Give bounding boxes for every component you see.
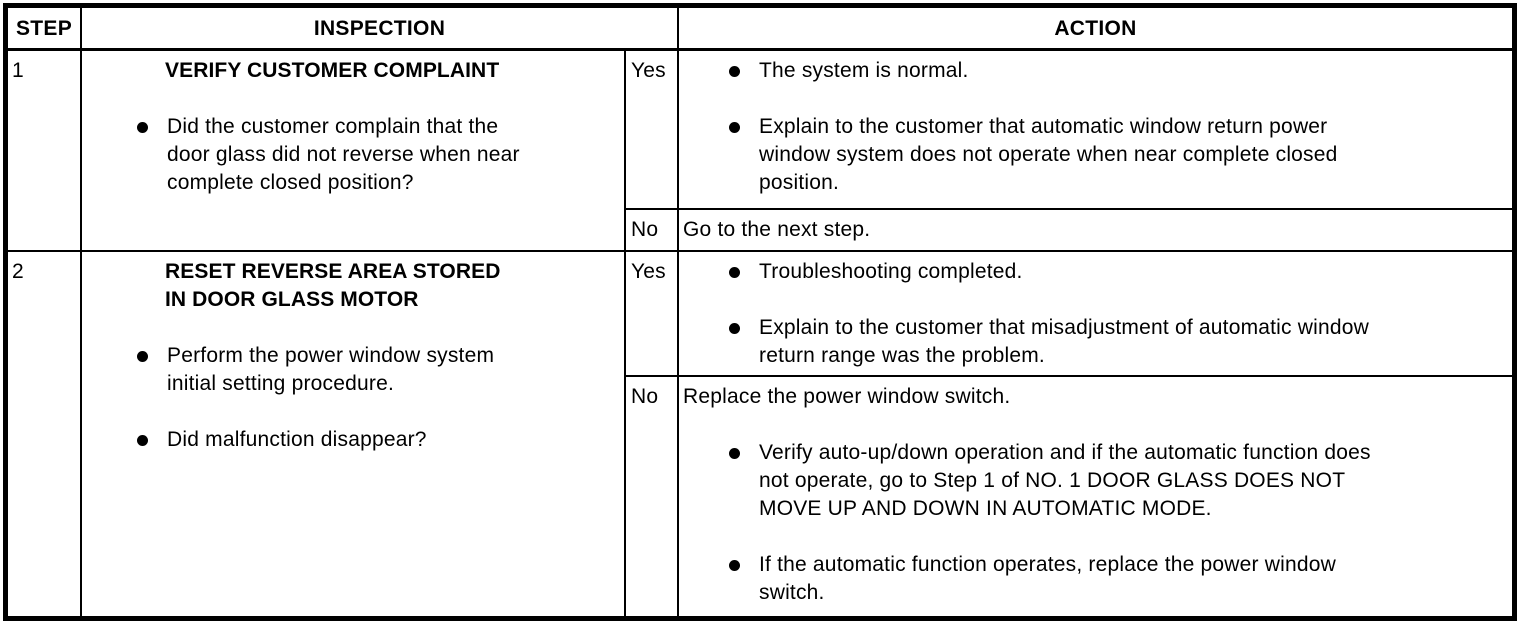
branch-label-no: No (626, 210, 679, 250)
branch-yes: Yes Troubleshooting completed. Explain t… (626, 252, 1512, 377)
branch-label-no: No (626, 377, 679, 616)
table-row-step-1: 1 VERIFY CUSTOMER COMPLAINT Did the cust… (8, 51, 1512, 252)
list-item-text: Perform the power window system initial … (167, 344, 495, 395)
bullet-icon (729, 122, 740, 133)
step-number: 1 (8, 51, 82, 250)
list-item: Did malfunction disappear? (137, 426, 624, 454)
branches-cell: Yes The system is normal. Explain to the… (626, 51, 1512, 250)
list-item: Explain to the customer that automatic w… (729, 113, 1502, 197)
list-item-text: If the automatic function operates, repl… (759, 553, 1336, 604)
inspection-title: VERIFY CUSTOMER COMPLAINT (165, 59, 500, 82)
branch-no: No Replace the power window switch. Veri… (626, 377, 1512, 616)
list-item-text: Explain to the customer that misadjustme… (759, 316, 1370, 367)
list-item: The system is normal. (729, 57, 1502, 85)
branch-no: No Go to the next step. (626, 210, 1512, 250)
action-cell: Troubleshooting completed. Explain to th… (679, 252, 1512, 375)
bullet-icon (729, 560, 740, 571)
column-header-action: ACTION (1054, 17, 1137, 40)
list-item: Did the customer complain that the door … (137, 113, 624, 197)
step-number: 2 (8, 252, 82, 616)
inspection-cell: RESET REVERSE AREA STORED IN DOOR GLASS … (82, 252, 626, 616)
inspection-cell: VERIFY CUSTOMER COMPLAINT Did the custom… (82, 51, 626, 250)
bullet-icon (729, 323, 740, 334)
action-cell: Go to the next step. (679, 210, 1512, 250)
bullet-icon (137, 351, 148, 362)
table-row-step-2: 2 RESET REVERSE AREA STORED IN DOOR GLAS… (8, 252, 1512, 616)
branches-cell: Yes Troubleshooting completed. Explain t… (626, 252, 1512, 616)
action-cell: The system is normal. Explain to the cus… (679, 51, 1512, 208)
list-item-text: Did malfunction disappear? (167, 428, 427, 451)
bullet-icon (137, 435, 148, 446)
table-header-row: STEP INSPECTION ACTION (8, 8, 1512, 51)
action-text: Go to the next step. (683, 218, 871, 241)
action-text: Replace the power window switch. (683, 385, 1011, 408)
list-item-text: Troubleshooting completed. (759, 260, 1023, 283)
list-item: Perform the power window system initial … (137, 342, 624, 398)
column-header-inspection: INSPECTION (82, 8, 679, 48)
branch-yes: Yes The system is normal. Explain to the… (626, 51, 1512, 210)
troubleshooting-table: STEP INSPECTION ACTION 1 VERIFY CUSTOMER… (3, 3, 1517, 621)
bullet-icon (137, 122, 148, 133)
list-item-text: Did the customer complain that the door … (167, 115, 520, 194)
list-item-text: Verify auto-up/down operation and if the… (759, 441, 1371, 520)
column-header-step: STEP (8, 8, 82, 48)
branch-label-yes: Yes (626, 51, 679, 208)
list-item-text: Explain to the customer that automatic w… (759, 115, 1338, 194)
bullet-icon (729, 448, 740, 459)
list-item-text: The system is normal. (759, 59, 969, 82)
bullet-icon (729, 66, 740, 77)
bullet-icon (729, 267, 740, 278)
list-item: Explain to the customer that misadjustme… (729, 314, 1502, 370)
list-item: If the automatic function operates, repl… (729, 551, 1502, 607)
inspection-title: RESET REVERSE AREA STORED IN DOOR GLASS … (165, 260, 501, 311)
branch-label-yes: Yes (626, 252, 679, 375)
action-cell: Replace the power window switch. Verify … (679, 377, 1512, 616)
list-item: Troubleshooting completed. (729, 258, 1502, 286)
list-item: Verify auto-up/down operation and if the… (729, 439, 1502, 523)
